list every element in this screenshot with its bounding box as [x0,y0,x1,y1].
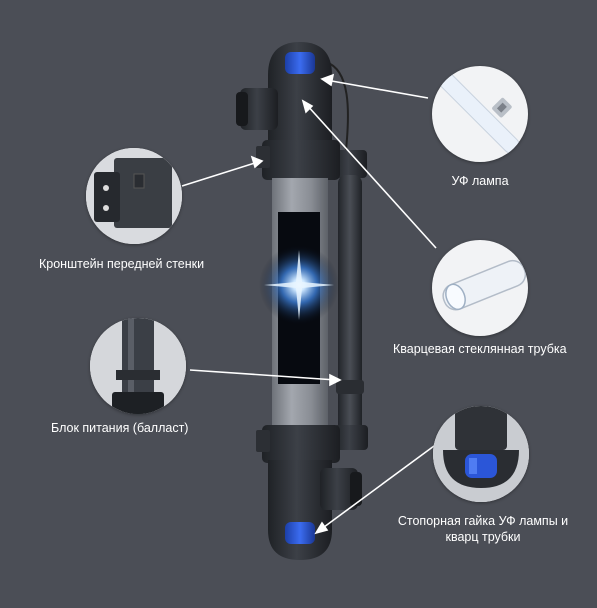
uv-lamp-tube-icon [436,70,520,154]
uv-lamp-callout [432,66,528,162]
ballast-label: Блок питания (балласт) [51,421,189,435]
bracket-label: Кронштейн передней стенки [39,257,205,271]
mounting-bracket-icon [86,148,182,244]
top-head [236,42,340,180]
bottom-head [256,425,362,560]
bracket-callout [86,148,182,244]
quartz-callout [432,240,528,336]
ballast-unit-icon [90,318,186,414]
nut-label-line2: кварц трубки [445,530,521,544]
nut-label: Стопорная гайка УФ лампы и кварц трубки [392,513,574,545]
nut-callout [433,406,529,502]
pointer-lines [181,73,437,535]
quartz-tube-label: Кварцевая стеклянная трубка [393,342,567,356]
lock-nut-icon [433,406,529,502]
ballast-unit [325,61,368,450]
nut-label-line1: Стопорная гайка УФ лампы и [397,514,569,528]
ballast-callout [90,318,186,414]
quartz-glass-tube-icon [442,259,527,311]
main-tube [259,178,339,428]
uv-lamp-label: УФ лампа [451,174,509,188]
